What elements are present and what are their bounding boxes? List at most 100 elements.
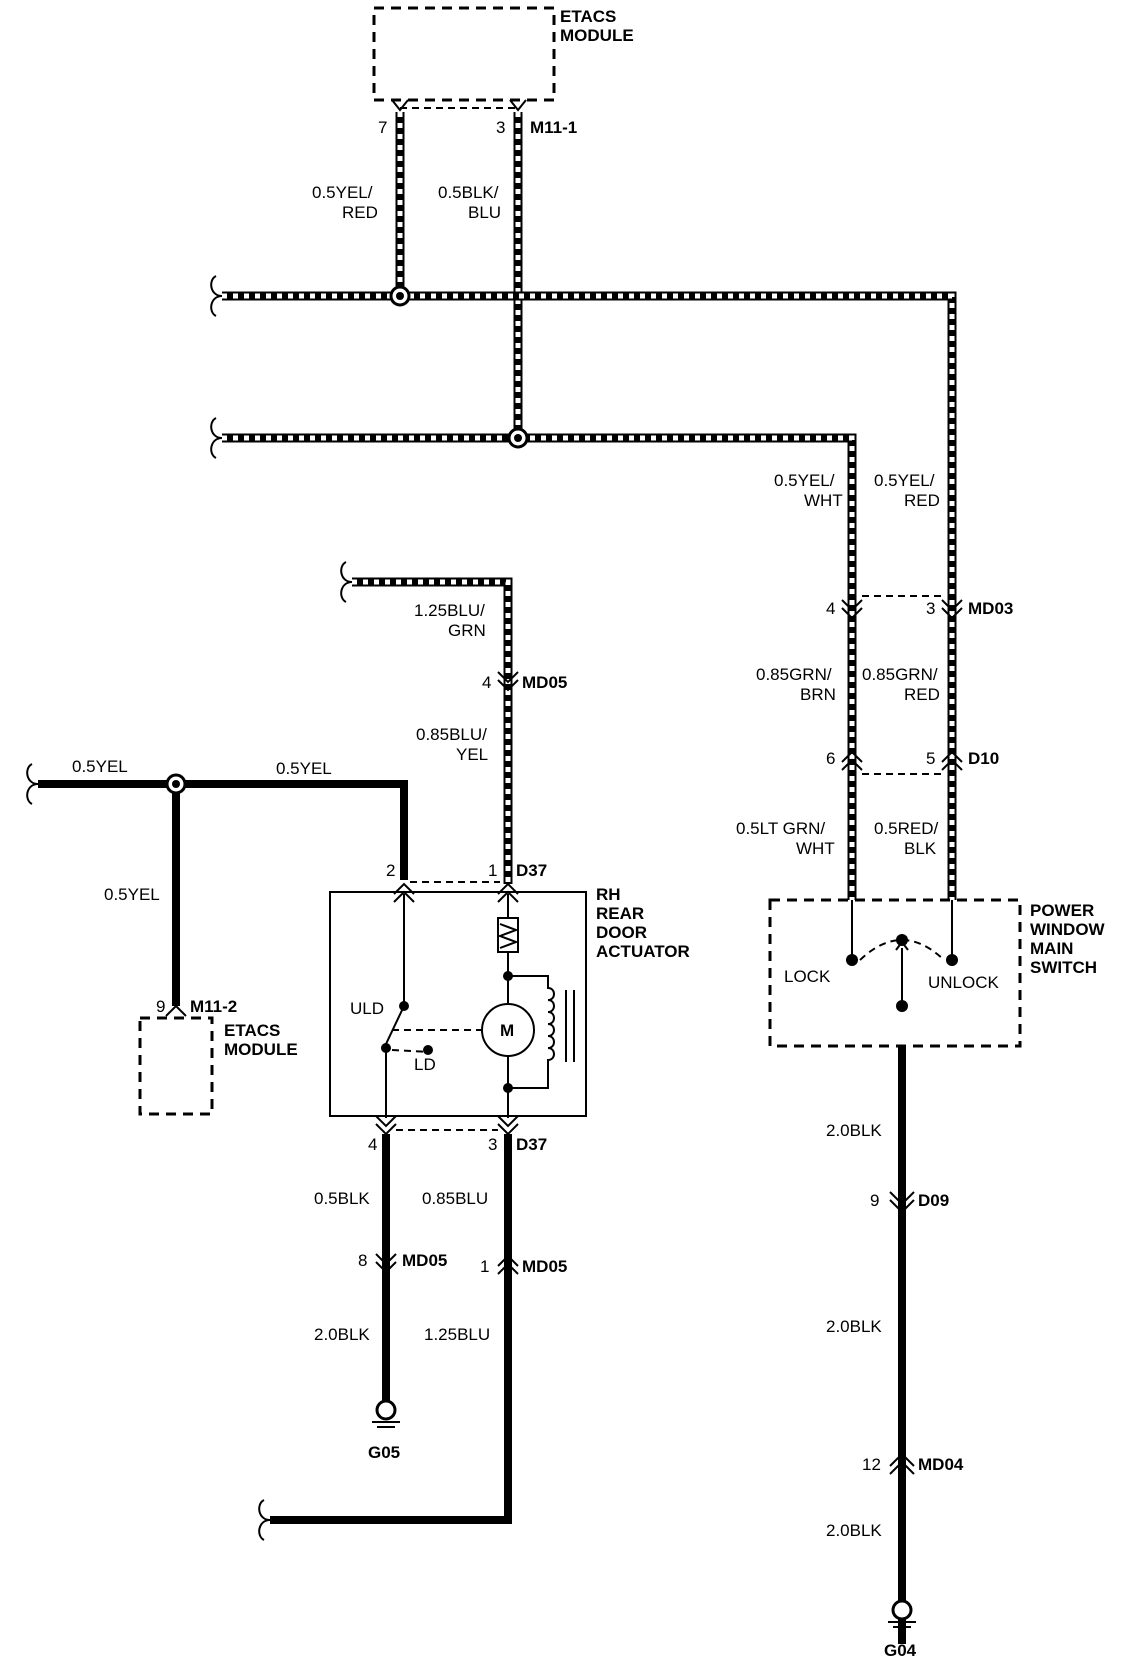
- wire-label-yel-red-1: 0.5YEL/: [312, 183, 373, 202]
- wire-label-yel-down: 0.5YEL: [104, 885, 160, 904]
- m11-2-chevron: [165, 1004, 187, 1017]
- d09-chevron: [889, 1191, 915, 1214]
- wire-yel-solid: [38, 780, 408, 880]
- md04-chevron: [889, 1452, 915, 1475]
- wire-label-grn-brn-2: BRN: [800, 685, 836, 704]
- etacs-module-top-label-1: ETACS: [560, 7, 616, 26]
- wire-blu-grn: [352, 577, 513, 884]
- m11-1-pin7-chevron: [391, 99, 409, 112]
- md05-top-connector-label: MD05: [522, 673, 567, 692]
- wire-label-blk-blu-1: 0.5BLK/: [438, 183, 499, 202]
- wire-label-blu-grn-2: GRN: [448, 621, 486, 640]
- d37-bottom-connector-label: D37: [516, 1135, 547, 1154]
- actuator-ld-label: LD: [414, 1055, 436, 1074]
- m11-2-connector-label: M11-2: [190, 997, 237, 1016]
- md03-pin4-chevron: [841, 599, 863, 620]
- actuator-motor-label: M: [500, 1021, 514, 1040]
- actuator-label-1: RH: [596, 885, 621, 904]
- ground-g05-icon: [372, 1399, 400, 1428]
- wire-bus-yel-red: [222, 291, 957, 900]
- wire-break-blu-grn: [340, 561, 353, 603]
- md05-left-connector-label: MD05: [402, 1251, 447, 1270]
- md04-connector-label: MD04: [918, 1455, 964, 1474]
- md03-pin3-chevron: [941, 599, 963, 620]
- md03-pin3-label: 3: [926, 599, 935, 618]
- wire-label-grn-red-2: RED: [904, 685, 940, 704]
- pwms-label-2: WINDOW: [1030, 920, 1106, 939]
- actuator-label-3: DOOR: [596, 923, 647, 942]
- d10-pin5-label: 5: [926, 749, 935, 768]
- m11-2-pin-label: 9: [156, 997, 165, 1016]
- wire-label-blu-yel-1: 0.85BLU/: [416, 725, 487, 744]
- wire-label-yel-left: 0.5YEL: [72, 757, 128, 776]
- m11-1-pin3-chevron: [509, 99, 527, 112]
- ground-g04-label: G04: [884, 1641, 917, 1660]
- wire-break-yel: [26, 763, 39, 805]
- actuator-label-2: REAR: [596, 904, 644, 923]
- wire-bus-yel-wht: [222, 433, 857, 900]
- wire-label-yel-wht-1: 0.5YEL/: [774, 471, 835, 490]
- m11-1-pin3-label: 3: [496, 118, 505, 137]
- m11-1-connector-label: M11-1: [530, 118, 577, 137]
- wire-label-yel-mid: 0.5YEL: [276, 759, 332, 778]
- wire-label-blk-05: 0.5BLK: [314, 1189, 370, 1208]
- d10-pin6-label: 6: [826, 749, 835, 768]
- wire-label-grn-red-1: 0.85GRN/: [862, 665, 938, 684]
- wire-label-red-blk-1: 0.5RED/: [874, 819, 939, 838]
- md05-top-chevron: [497, 671, 519, 692]
- md05-left-chevron: [375, 1253, 397, 1274]
- wire-label-blk-20-b: 2.0BLK: [826, 1317, 882, 1336]
- pwms-label-1: POWER: [1030, 901, 1094, 920]
- ground-g05-label: G05: [368, 1443, 400, 1462]
- d37-top-connector-label: D37: [516, 861, 547, 880]
- d10-pin6-chevron: [841, 750, 863, 771]
- wire-label-yel-red-2: RED: [342, 203, 378, 222]
- wire-label-yel-wht-2: WHT: [804, 491, 843, 510]
- etacs-module-left-box: [138, 1016, 214, 1116]
- md05-top-pin-label: 4: [482, 673, 491, 692]
- d37-top-pin1-label: 1: [488, 861, 497, 880]
- wire-label-blu-grn-1: 1.25BLU/: [414, 601, 485, 620]
- pwms-label-4: SWITCH: [1030, 958, 1097, 977]
- md03-connector-label: MD03: [968, 599, 1013, 618]
- d37-top-pin2-label: 2: [386, 861, 395, 880]
- d10-pin5-chevron: [941, 750, 963, 771]
- wire-label-blu-yel-2: YEL: [456, 745, 488, 764]
- actuator-uld-label: ULD: [350, 999, 384, 1018]
- md05-right-connector-label: MD05: [522, 1257, 567, 1276]
- etacs-module-left-label-2: MODULE: [224, 1040, 298, 1059]
- wire-break-bus2: [210, 417, 223, 459]
- actuator-ld-contact: [423, 1045, 433, 1055]
- d09-connector-label: D09: [918, 1191, 949, 1210]
- rh-rear-door-actuator-box: [329, 891, 587, 1117]
- wire-break-blu: [258, 1499, 271, 1541]
- wire-label-blk-20-c: 2.0BLK: [826, 1521, 882, 1540]
- d10-connector-label: D10: [968, 749, 999, 768]
- wire-label-red-blk-2: BLK: [904, 839, 937, 858]
- d37-bottom-pin3-label: 3: [488, 1135, 497, 1154]
- switch-unlock-label: UNLOCK: [928, 973, 1000, 992]
- md05-right-pin-label: 1: [480, 1257, 489, 1276]
- wire-label-blk-20-a: 2.0BLK: [826, 1121, 882, 1140]
- md03-pin4-label: 4: [826, 599, 835, 618]
- switch-unlock-contact: [946, 954, 958, 966]
- wire-label-lt-grn-wht-2: WHT: [796, 839, 835, 858]
- d37-bottom-pin4-label: 4: [368, 1135, 377, 1154]
- wire-break-bus1: [210, 275, 223, 317]
- etacs-module-top-box: [372, 6, 556, 102]
- m11-1-pin7-label: 7: [378, 118, 387, 137]
- actuator-coil-icon: [508, 975, 555, 1089]
- wire-label-blu-125: 1.25BLU: [424, 1325, 490, 1344]
- etacs-module-left-label-1: ETACS: [224, 1021, 280, 1040]
- etacs-module-top-label-2: MODULE: [560, 26, 634, 45]
- md04-pin-label: 12: [862, 1455, 881, 1474]
- switch-lock-label: LOCK: [784, 967, 831, 986]
- wire-label-blk-blu-2: BLU: [468, 203, 501, 222]
- wire-label-yel-red-r-2: RED: [904, 491, 940, 510]
- md05-right-chevron: [497, 1254, 519, 1275]
- wire-label-lt-grn-wht-1: 0.5LT GRN/: [736, 819, 825, 838]
- wire-label-grn-brn-1: 0.85GRN/: [756, 665, 832, 684]
- wire-label-yel-red-r-1: 0.5YEL/: [874, 471, 935, 490]
- wire-label-blu-085: 0.85BLU: [422, 1189, 488, 1208]
